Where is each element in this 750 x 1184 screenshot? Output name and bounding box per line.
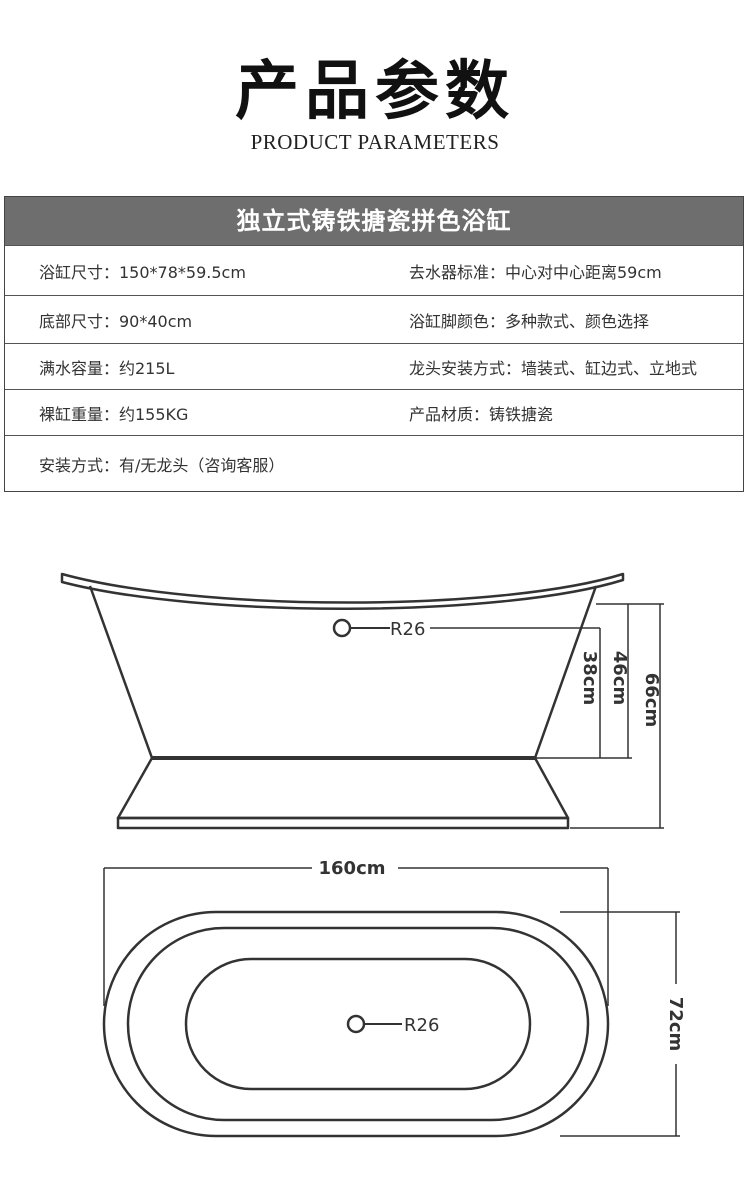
table-row: 浴缸尺寸：150*78*59.5cm 去水器标准：中心对中心距离59cm bbox=[5, 245, 743, 295]
dim-66cm: 66cm bbox=[641, 673, 662, 727]
param-drain-standard: 去水器标准：中心对中心距离59cm bbox=[409, 262, 662, 282]
param-base-size: 底部尺寸：90*40cm bbox=[39, 311, 193, 331]
tub-outer-rim bbox=[102, 910, 610, 1138]
dimension-diagram: R26 46cm 38cm 66cm 160cm 72cm R26 bbox=[60, 572, 686, 1138]
param-weight: 裸缸重量：约155KG bbox=[39, 404, 189, 424]
param-capacity: 满水容量：约215L bbox=[39, 358, 175, 378]
dim-72cm: 72cm bbox=[665, 997, 686, 1051]
tub-base bbox=[116, 757, 570, 820]
top-drain-icon bbox=[346, 1014, 366, 1034]
table-row: 裸缸重量：约155KG 产品材质：铸铁搪瓷 bbox=[5, 389, 743, 435]
page-subtitle: PRODUCT PARAMETERS bbox=[250, 130, 500, 154]
dim-38cm: 38cm bbox=[579, 651, 600, 705]
page-title: 产品参数 bbox=[235, 54, 515, 129]
tub-inner-rim bbox=[126, 926, 590, 1122]
param-install-method: 安装方式：有/无龙头（咨询客服） bbox=[39, 455, 285, 475]
tub-base-plinth bbox=[116, 816, 570, 830]
table-row: 底部尺寸：90*40cm 浴缸脚颜色：多种款式、颜色选择 bbox=[5, 295, 743, 343]
table-header: 独立式铸铁搪瓷拼色浴缸 bbox=[5, 197, 743, 245]
param-foot-color: 浴缸脚颜色：多种款式、颜色选择 bbox=[409, 311, 650, 331]
table-row: 安装方式：有/无龙头（咨询客服） bbox=[5, 435, 743, 491]
param-material: 产品材质：铸铁搪瓷 bbox=[409, 404, 554, 424]
dim-160cm: 160cm bbox=[319, 858, 386, 879]
tub-body-side bbox=[88, 585, 598, 760]
drain-icon bbox=[332, 618, 352, 638]
param-faucet-install: 龙头安装方式：墙装式、缸边式、立地式 bbox=[409, 358, 698, 378]
param-bathtub-size: 浴缸尺寸：150*78*59.5cm bbox=[39, 262, 246, 282]
tub-rim bbox=[60, 572, 625, 610]
top-drain-label: R26 bbox=[404, 1015, 439, 1036]
tub-basin bbox=[184, 957, 532, 1091]
side-drain-label: R26 bbox=[390, 619, 425, 640]
parameters-table: 独立式铸铁搪瓷拼色浴缸 浴缸尺寸：150*78*59.5cm 去水器标准：中心对… bbox=[4, 196, 744, 492]
table-row: 满水容量：约215L 龙头安装方式：墙装式、缸边式、立地式 bbox=[5, 343, 743, 389]
dim-46cm: 46cm bbox=[609, 651, 630, 705]
